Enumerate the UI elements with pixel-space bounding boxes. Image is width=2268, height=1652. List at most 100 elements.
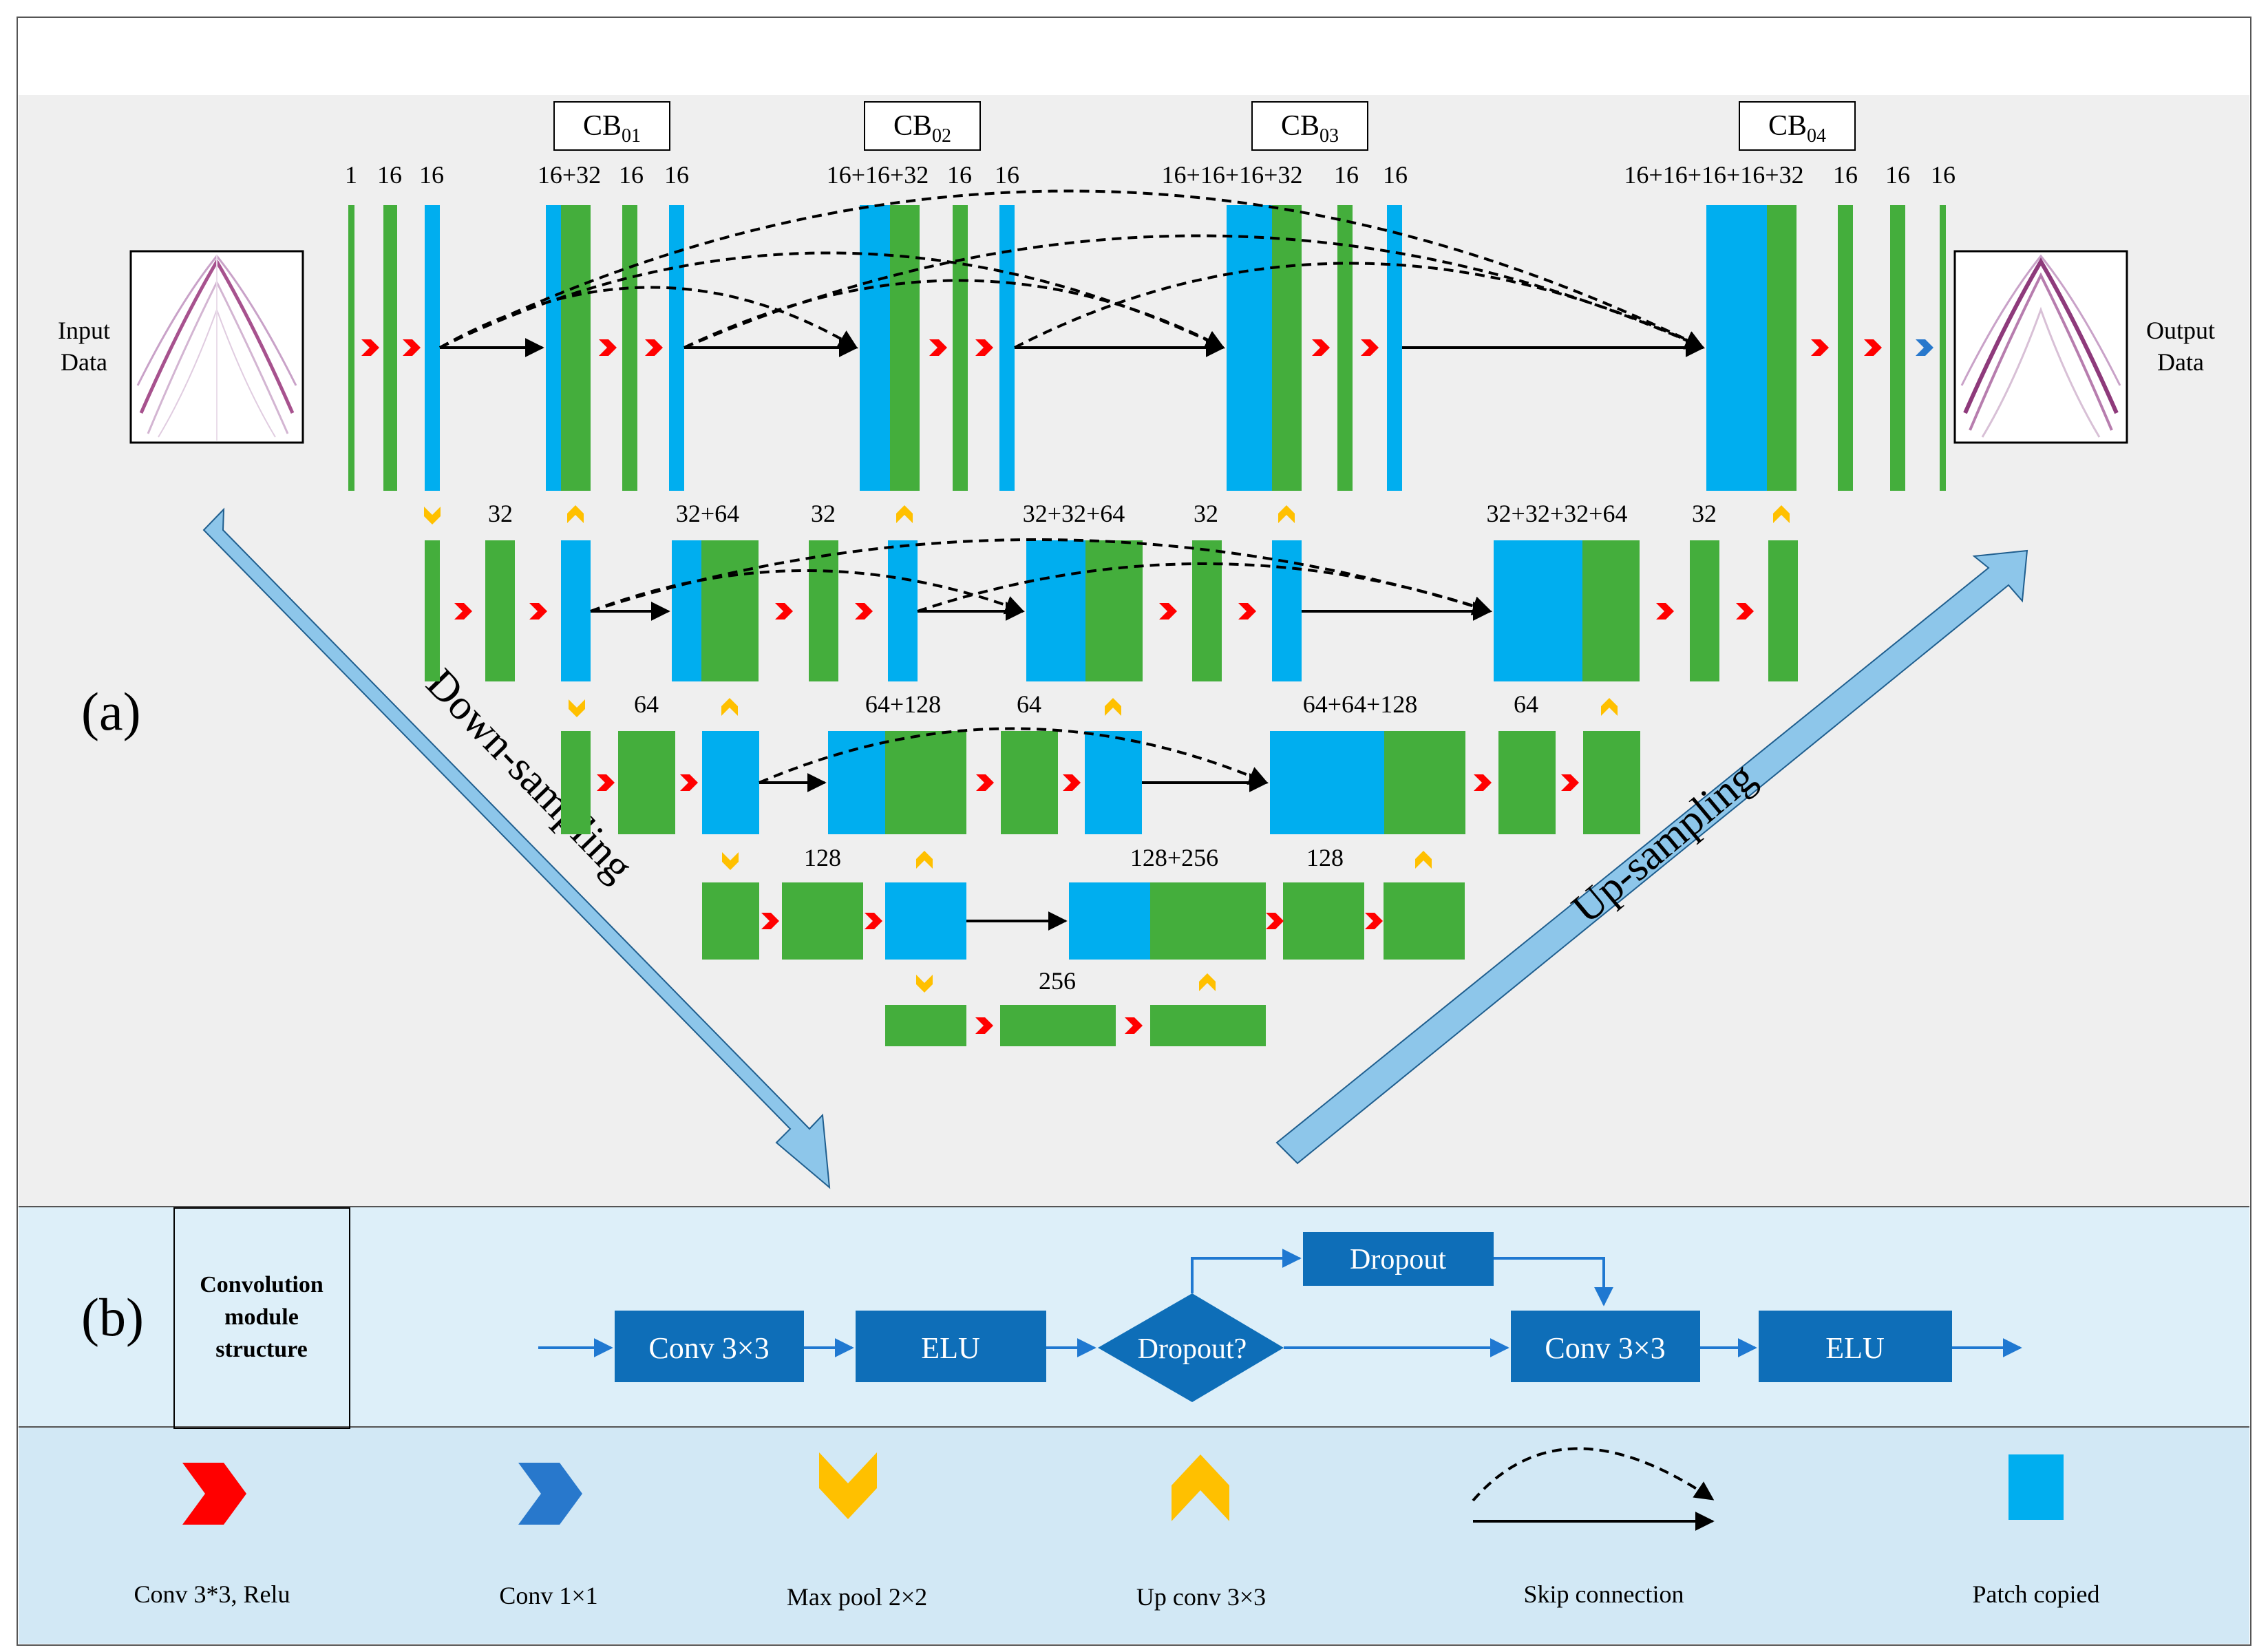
svg-text:CB02: CB02 [893,110,951,147]
feature-block [348,205,354,491]
legend-maxpool-label: Max pool 2×2 [787,1583,927,1611]
ch-label: 16 [664,161,689,189]
feature-block [1721,205,1737,491]
ch-label: 32 [811,500,836,527]
feature-block [1523,540,1553,681]
feature-block [885,1005,966,1046]
feature-block [1737,205,1752,491]
feature-block [702,882,759,960]
feature-block [1257,205,1272,491]
feature-block [888,540,918,681]
feature-block [890,205,920,491]
row2-blocks [561,731,1640,834]
row0-skip-connections [439,189,1705,357]
ch-label: 128+256 [1130,844,1218,871]
legend-skip-connection-icon [1472,1447,1715,1531]
ch-label: 16 [619,161,644,189]
feature-block [1085,731,1142,834]
ch-label: 32 [488,500,513,527]
feature-block [1270,731,1327,834]
ch-label: 16 [419,161,444,189]
ch-label: 16 [1833,161,1858,189]
feature-block [1706,205,1721,491]
feature-block [1000,1005,1116,1046]
feature-block [669,205,684,491]
feature-block [1494,540,1523,681]
ch-label: 16 [1885,161,1910,189]
ch-label: 64 [634,690,659,718]
row4-blocks [885,1005,1266,1046]
ch-label: 32+32+64 [1023,500,1125,527]
legend-conv1x1-icon [518,1463,582,1525]
dropout-decision-diamond [1098,1293,1284,1402]
dropout-box [1303,1232,1494,1286]
feature-block [953,205,968,491]
conv3x3-label-2: Conv 3×3 [1545,1331,1665,1365]
feature-block [425,205,440,491]
module-title-box [173,1207,350,1429]
feature-block [1940,205,1946,491]
feature-block [672,540,701,681]
input-seismic-image [129,250,304,444]
feature-block [1085,540,1143,681]
feature-block [1242,205,1257,491]
feature-block [1192,540,1222,681]
cb01-title: CB01 [553,101,670,151]
feature-block [561,731,591,834]
output-label-line2: Data [2157,348,2204,376]
ch-label: 16 [377,161,402,189]
feature-block [1272,205,1302,491]
conv3x3-box-1 [615,1311,804,1382]
ch-label: 128 [804,844,841,871]
cb02-title: CB02 [864,101,981,151]
feature-block [1752,205,1767,491]
svg-text:CB04: CB04 [1768,110,1826,147]
output-seismic-image [1953,250,2128,444]
ch-label: 16 [1334,161,1359,189]
up-sampling-arrow [1275,549,2028,1165]
feature-block [885,882,966,960]
legend-patch-label: Patch copied [1973,1580,2100,1608]
module-title: Convolution module structure [200,1272,324,1362]
svg-text:Convolution: Convolution [200,1272,324,1298]
ch-label: 256 [1039,967,1076,995]
ch-label: 16 [947,161,972,189]
feature-block [561,205,591,491]
feature-block [782,882,863,960]
svg-text:structure: structure [215,1337,307,1362]
feature-block [1690,540,1719,681]
feature-block [618,731,675,834]
ch-label: 16+16+32 [827,161,929,189]
ch-label: 64 [1017,690,1041,718]
ch-label: 64+64+128 [1303,690,1418,718]
legend-background [19,1427,2249,1644]
ch-label: 16 [995,161,1019,189]
row0-blocks [348,205,1946,491]
row3-blocks [702,882,1465,960]
feature-block [1056,540,1085,681]
feature-block [1583,731,1640,834]
panel-a-label: (a) [81,681,141,741]
feature-block [546,205,561,491]
feature-block [561,540,591,681]
ch-label: 1 [345,161,357,189]
feature-block [1384,882,1465,960]
legend-conv-relu-icon [182,1463,246,1525]
module-flow-arrows [538,1249,2022,1357]
feature-block [1768,540,1798,681]
row1-skip-connections [590,538,1492,621]
elu-box-2 [1759,1311,1952,1382]
ch-label: 64 [1514,690,1538,718]
feature-block [1498,731,1556,834]
feature-block [809,540,838,681]
ch-label: 64+128 [865,690,941,718]
feature-block [1283,882,1364,960]
conv3x3-box-2 [1511,1311,1700,1382]
feature-block [701,540,759,681]
feature-block [425,540,440,681]
feature-block [999,205,1015,491]
feature-block [383,205,397,491]
row3-channel-labels: 128 128+256 128 [804,844,1344,871]
feature-block [1838,205,1853,491]
